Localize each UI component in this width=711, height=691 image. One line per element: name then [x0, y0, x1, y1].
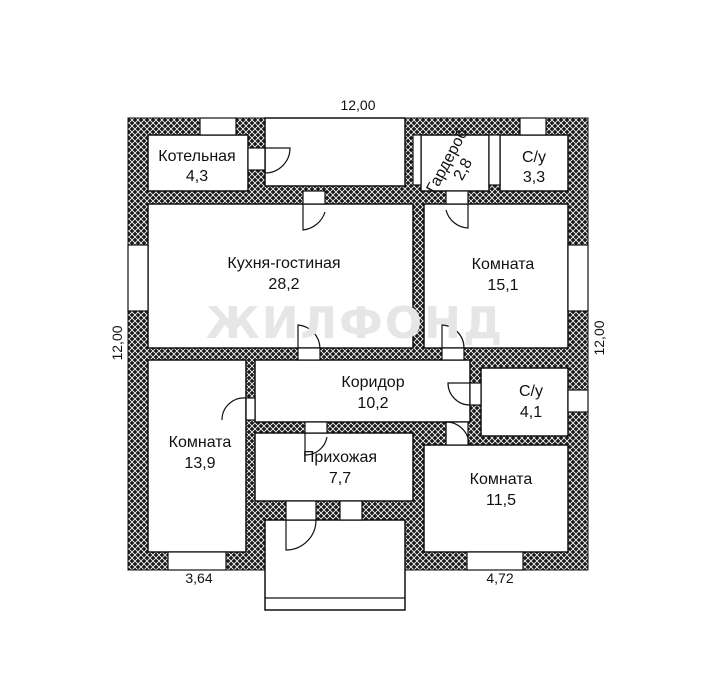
room-bath2 — [480, 367, 569, 437]
label-room3-area: 11,5 — [486, 492, 516, 509]
dim-top: 12,00 — [340, 97, 375, 113]
label-corridor-name: Коридор — [341, 374, 404, 391]
dim-bottom-left: 3,64 — [185, 570, 212, 586]
label-boiler-area: 4,3 — [186, 168, 208, 185]
label-kitchen-area: 28,2 — [268, 276, 299, 293]
porch — [264, 519, 406, 611]
label-room2-area: 13,9 — [184, 455, 215, 472]
dim-right: 12,00 — [591, 320, 607, 355]
label-room3-name: Комната — [470, 471, 533, 488]
label-bath2-area: 4,1 — [520, 404, 542, 421]
label-bath1-area: 3,3 — [523, 169, 545, 186]
room-room3 — [423, 444, 569, 553]
label-hall-area: 7,7 — [329, 470, 351, 487]
room-room2 — [147, 359, 247, 553]
label-hall-name: Прихожая — [303, 449, 377, 466]
label-kitchen-name: Кухня-гостиная — [227, 255, 340, 272]
dim-left: 12,00 — [109, 325, 125, 360]
doors — [221, 147, 482, 551]
room-corridor — [254, 359, 471, 423]
label-room2-name: Комната — [169, 434, 232, 451]
label-bath2-name: С/у — [519, 383, 543, 400]
label-room1-name: Комната — [472, 256, 535, 273]
room-kitchen — [147, 203, 414, 349]
label-corridor-area: 10,2 — [357, 395, 388, 412]
watermark: ЖИЛФОНД — [206, 298, 504, 349]
windows — [127, 117, 589, 571]
label-bath1-name: С/у — [522, 149, 546, 166]
label-room1-area: 15,1 — [487, 277, 518, 294]
room-boiler — [147, 134, 249, 192]
top-recess — [264, 117, 406, 187]
dim-bottom-right: 4,72 — [486, 570, 513, 586]
label-boiler-name: Котельная — [158, 148, 235, 165]
room-hall — [254, 432, 414, 502]
